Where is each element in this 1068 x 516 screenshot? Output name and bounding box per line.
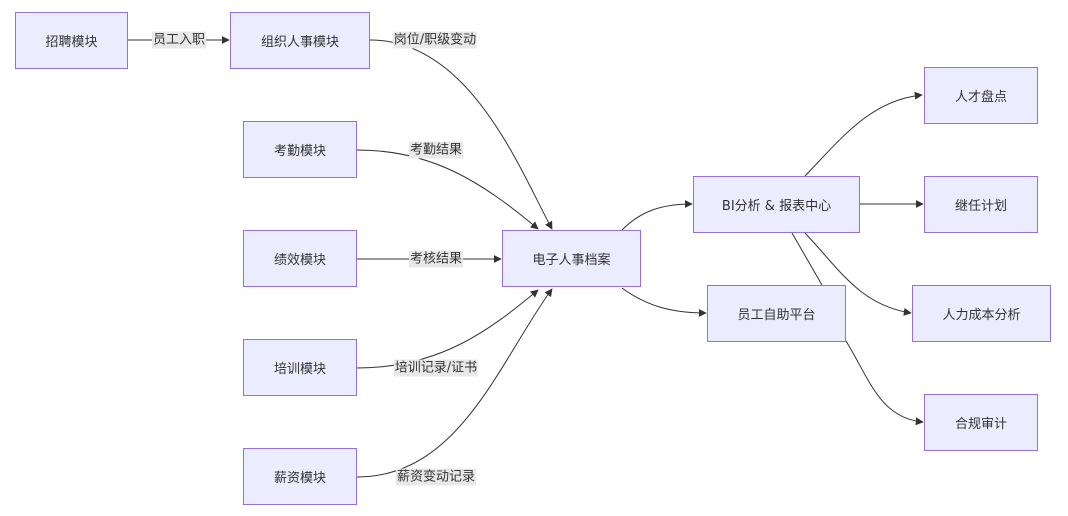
edge-label-org-ehr: 岗位/职级变动 bbox=[392, 31, 478, 49]
edge-attendance-ehr bbox=[356, 149, 539, 230]
edge-bi-compliance bbox=[791, 232, 923, 422]
edge-label-training-ehr: 培训记录/证书 bbox=[393, 359, 479, 377]
edge-org-ehr bbox=[369, 39, 553, 230]
edge-ehr-bi bbox=[621, 200, 693, 231]
node-performance[interactable]: 绩效模块 bbox=[243, 230, 357, 287]
edge-label-salary-ehr: 薪资变动记录 bbox=[395, 468, 477, 486]
node-bi[interactable]: BI分析 & 报表中心 bbox=[693, 176, 860, 233]
edge-label-recruit-org: 员工入职 bbox=[151, 31, 207, 49]
edge-label-performance-ehr: 考核结果 bbox=[408, 250, 464, 268]
node-talent-review[interactable]: 人才盘点 bbox=[924, 67, 1038, 124]
node-salary[interactable]: 薪资模块 bbox=[243, 448, 357, 505]
node-succession[interactable]: 继任计划 bbox=[924, 176, 1038, 233]
node-compliance[interactable]: 合规审计 bbox=[924, 394, 1038, 451]
node-attendance[interactable]: 考勤模块 bbox=[243, 121, 357, 178]
edge-training-ehr bbox=[356, 289, 539, 369]
edge-bi-talent bbox=[804, 91, 923, 177]
node-cost-analysis[interactable]: 人力成本分析 bbox=[912, 285, 1051, 342]
edge-salary-ehr bbox=[356, 288, 553, 478]
node-org[interactable]: 组织人事模块 bbox=[230, 12, 370, 69]
edge-label-attendance-ehr: 考勤结果 bbox=[408, 141, 464, 159]
edge-bi-cost bbox=[804, 232, 912, 316]
node-ehr[interactable]: 电子人事档案 bbox=[502, 230, 641, 287]
node-recruit[interactable]: 招聘模块 bbox=[15, 12, 128, 69]
node-self-service[interactable]: 员工自助平台 bbox=[707, 285, 846, 342]
node-training[interactable]: 培训模块 bbox=[243, 339, 357, 396]
edge-ehr-selfservice bbox=[621, 287, 707, 317]
